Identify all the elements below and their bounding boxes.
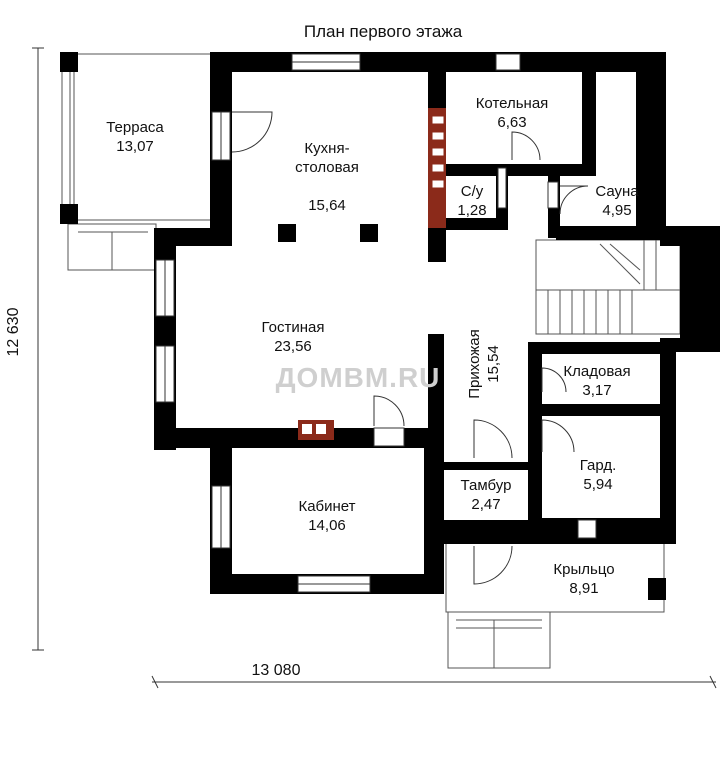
room-area: 6,63 — [497, 114, 527, 131]
doors — [231, 111, 589, 585]
watermark: ДОМВМ.RU — [275, 362, 441, 393]
room-area: 15,54 — [485, 345, 502, 383]
room-area: 4,95 — [602, 202, 632, 219]
room-name: Прихожая — [466, 329, 483, 399]
chimney — [298, 108, 446, 440]
dimension-lines — [32, 47, 717, 689]
room-area: 8,91 — [569, 580, 599, 597]
room-name: Кабинет — [298, 498, 356, 515]
room-name: Гард. — [579, 457, 617, 474]
room-name: С/у — [460, 183, 484, 200]
room-boiler: Котельная 6,63 — [476, 94, 549, 132]
plan-title: План первого этажа — [303, 22, 463, 41]
windows — [155, 53, 597, 593]
width-dimension: 13 080 — [251, 662, 301, 679]
room-kitchen: Кухня- столовая 15,64 — [295, 120, 359, 234]
room-name: Гостиная — [261, 319, 325, 336]
room-study: Кабинет 14,06 — [298, 497, 355, 535]
room-area: 15,64 — [308, 197, 346, 214]
staircase — [535, 239, 681, 335]
room-area: 13,07 — [116, 138, 154, 155]
room-wardrobe: Гард. 5,94 — [580, 456, 617, 494]
room-name: Терраса — [106, 119, 164, 136]
room-living: Гостиная 23,56 — [262, 318, 325, 356]
room-area: 2,47 — [471, 496, 501, 513]
room-storage: Кладовая 3,17 — [563, 362, 630, 400]
room-area: 3,17 — [582, 382, 612, 399]
room-name: Тамбур — [460, 477, 512, 494]
room-terrace: Терраса 13,07 — [106, 118, 164, 156]
room-hall: Прихожая 15,54 — [465, 329, 503, 399]
room-name: Сауна — [595, 183, 639, 200]
room-name: Котельная — [475, 95, 549, 112]
room-area: 5,94 — [583, 476, 613, 493]
room-vestibule: Тамбур 2,47 — [461, 476, 512, 514]
room-area: 1,28 — [457, 202, 487, 219]
room-area: 14,06 — [308, 517, 346, 534]
room-wc: С/у 1,28 — [457, 182, 486, 220]
room-sauna: Сауна 4,95 — [595, 182, 638, 220]
room-name: Кухня- столовая — [295, 140, 359, 176]
room-name: Крыльцо — [553, 561, 615, 578]
room-area: 23,56 — [274, 338, 312, 355]
height-dimension: 12 630 — [5, 307, 22, 357]
room-name: Кладовая — [563, 363, 631, 380]
room-porch: Крыльцо 8,91 — [553, 560, 614, 598]
